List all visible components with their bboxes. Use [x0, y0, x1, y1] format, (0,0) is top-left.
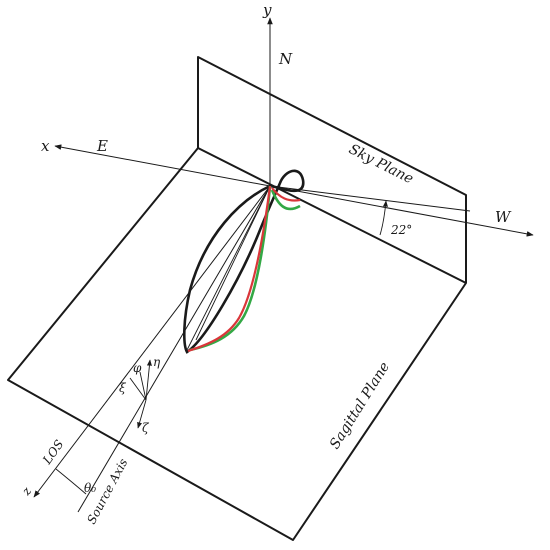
west-label: W: [495, 208, 512, 226]
east-label: E: [96, 137, 108, 155]
source-axis-line: [77, 185, 271, 513]
z-axis-label: z: [18, 484, 34, 499]
los-line: [33, 185, 271, 498]
x-axis: [54, 144, 271, 187]
phi-axis: [139, 371, 147, 401]
green-curve: [189, 185, 301, 352]
eta-axis: [145, 359, 152, 401]
w-axis: [269, 185, 534, 237]
los-label: LOS: [39, 437, 66, 467]
ray-1: [195, 185, 271, 341]
theta-arc: [55, 468, 87, 495]
zeta-axis: [137, 399, 147, 429]
red-curve: [187, 185, 301, 353]
xi-axis: [129, 377, 147, 401]
zeta-label: ζ: [142, 421, 150, 435]
eta-label: η: [153, 355, 161, 369]
sagittal-plane: [7, 147, 467, 541]
north-label: N: [278, 50, 293, 68]
tilt-angle-label: 22°: [390, 223, 412, 237]
tilt-angle-arc: [379, 200, 388, 236]
phi-label: φ: [133, 361, 142, 375]
sky-plane: [197, 56, 467, 283]
y-axis-label: y: [262, 1, 272, 19]
theta-label: θ₀: [84, 481, 96, 495]
tilt-line: [269, 185, 471, 212]
black-loop-curve: [183, 169, 305, 354]
ray-2: [185, 185, 271, 353]
xi-label: ξ: [119, 381, 127, 395]
x-axis-label: x: [41, 137, 50, 155]
